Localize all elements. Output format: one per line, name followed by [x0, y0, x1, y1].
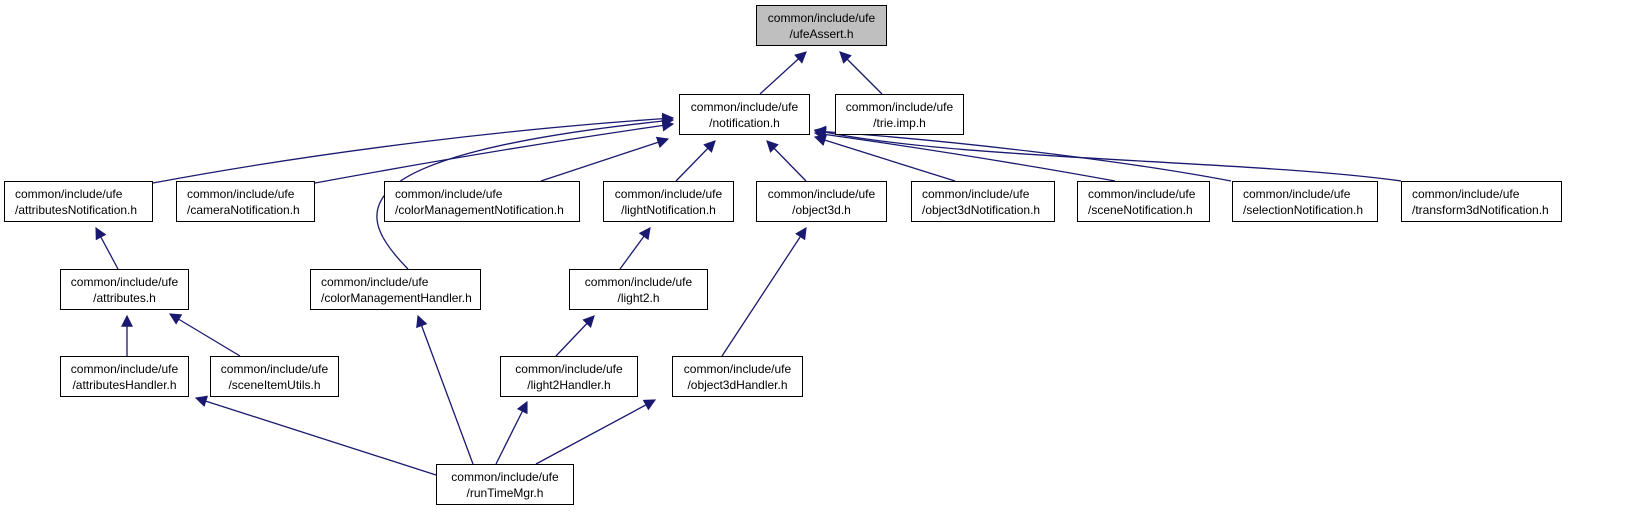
node-label-line2: /attributesHandler.h — [72, 377, 177, 392]
node-label-line2: /runTimeMgr.h — [466, 485, 544, 500]
node-label-line1: common/include/ufe — [1088, 186, 1196, 201]
node-label-line2: /object3dNotification.h — [922, 202, 1041, 217]
node-label-line1: common/include/ufe — [321, 274, 429, 289]
node-label-line2: /cameraNotification.h — [187, 202, 300, 217]
node-label-line2: /object3dHandler.h — [687, 377, 788, 392]
node-label-line1: common/include/ufe — [451, 469, 559, 484]
edge-sceneItemUtils-to-attributes — [168, 313, 241, 357]
node-object3d[interactable]: common/include/ufe /object3d.h — [756, 181, 887, 222]
edge-trie_imp-to-ufeAssert — [839, 51, 883, 95]
edge-runTimeMgr-to-attributesHandler — [194, 395, 437, 476]
node-label-line1: common/include/ufe — [614, 186, 723, 201]
edge-object3dNotification-to-notification — [813, 134, 956, 182]
node-transform3dNotification[interactable]: common/include/ufe /transform3dNotificat… — [1401, 181, 1562, 222]
node-colorManagementNotification[interactable]: common/include/ufe /colorManagementNotif… — [384, 181, 580, 222]
node-selectionNotification[interactable]: common/include/ufe /selectionNotificatio… — [1232, 181, 1378, 222]
node-object3dHandler[interactable]: common/include/ufe /object3dHandler.h — [672, 356, 803, 397]
node-object3dNotification[interactable]: common/include/ufe /object3dNotification… — [911, 181, 1055, 222]
edge-object3d-to-notification — [766, 140, 807, 182]
node-label-line1: common/include/ufe — [922, 186, 1030, 201]
node-attributes[interactable]: common/include/ufe /attributes.h — [60, 269, 189, 310]
node-label-line2: /light2Handler.h — [527, 377, 611, 392]
node-label-line1: common/include/ufe — [690, 99, 799, 114]
node-trie-imp[interactable]: common/include/ufe /trie.imp.h — [835, 94, 964, 135]
node-label-line1: common/include/ufe — [395, 186, 503, 201]
edge-notification-to-ufeAssert — [759, 51, 807, 95]
node-label-line2: /sceneNotification.h — [1088, 202, 1193, 217]
node-label-line1: common/include/ufe — [515, 361, 623, 376]
node-label-line1: common/include/ufe — [584, 274, 693, 289]
edge-colorManagementNotification-to-notification — [540, 136, 670, 182]
node-label-line1: common/include/ufe — [767, 186, 876, 201]
node-label-line2: /selectionNotification.h — [1243, 202, 1364, 217]
edge-attributes-to-attributesNotification — [95, 226, 119, 270]
node-label-line1: common/include/ufe — [767, 10, 876, 25]
node-sceneItemUtils[interactable]: common/include/ufe /sceneItemUtils.h — [210, 356, 339, 397]
edge-light2Handler-to-light2 — [555, 315, 595, 357]
node-light2[interactable]: common/include/ufe /light2.h — [569, 269, 708, 310]
node-attributesHandler[interactable]: common/include/ufe /attributesHandler.h — [60, 356, 189, 397]
edge-cameraNotification-to-notification — [314, 119, 675, 184]
node-lightNotification[interactable]: common/include/ufe /lightNotification.h — [603, 181, 734, 222]
node-label-line2: /colorManagementNotification.h — [395, 202, 564, 217]
node-label-line1: common/include/ufe — [1243, 186, 1351, 201]
node-label-line2: /sceneItemUtils.h — [228, 377, 321, 392]
node-label-line2: /ufeAssert.h — [789, 26, 854, 41]
node-label-line2: /trie.imp.h — [873, 115, 926, 130]
node-label-line1: common/include/ufe — [70, 274, 179, 289]
node-cameraNotification[interactable]: common/include/ufe /cameraNotification.h — [176, 181, 315, 222]
node-label-line1: common/include/ufe — [15, 186, 123, 201]
node-label-line1: common/include/ufe — [845, 99, 954, 114]
node-label-line2: /object3d.h — [792, 202, 851, 217]
node-label-line1: common/include/ufe — [70, 361, 179, 376]
edge-transform3dNotification-to-notification — [813, 126, 1402, 182]
node-label-line2: /transform3dNotification.h — [1412, 202, 1549, 217]
node-label-line2: /colorManagementHandler.h — [321, 290, 472, 305]
node-label-line2: /attributes.h — [93, 290, 156, 305]
edge-runTimeMgr-to-object3dHandler — [535, 399, 657, 465]
node-label-line2: /notification.h — [709, 115, 780, 130]
node-notification[interactable]: common/include/ufe /notification.h — [679, 94, 810, 135]
node-label-line2: /light2.h — [617, 290, 660, 305]
node-light2Handler[interactable]: common/include/ufe /light2Handler.h — [500, 356, 638, 397]
edge-object3dHandler-to-object3d — [721, 226, 807, 357]
node-label-line2: /lightNotification.h — [621, 202, 716, 217]
edge-attributesNotification-to-notification — [152, 112, 675, 184]
node-label-line1: common/include/ufe — [220, 361, 329, 376]
edge-lightNotification-to-notification — [675, 140, 716, 182]
edge-runTimeMgr-to-colorManagementHandler — [416, 314, 474, 465]
edge-light2-to-lightNotification — [619, 227, 651, 270]
edge-runTimeMgr-to-light2Handler — [495, 400, 528, 465]
node-attributesNotification[interactable]: common/include/ufe /attributesNotificati… — [4, 181, 153, 222]
node-label-line1: common/include/ufe — [187, 186, 295, 201]
node-colorManagementHandler[interactable]: common/include/ufe /colorManagementHandl… — [310, 269, 481, 310]
node-label-line1: common/include/ufe — [1412, 186, 1520, 201]
node-label-line2: /attributesNotification.h — [15, 202, 138, 217]
node-ufeAssert[interactable]: common/include/ufe /ufeAssert.h — [756, 5, 887, 46]
edge-selectionNotification-to-notification — [813, 125, 1232, 182]
node-sceneNotification[interactable]: common/include/ufe /sceneNotification.h — [1077, 181, 1210, 222]
node-label-line1: common/include/ufe — [683, 361, 792, 376]
node-runTimeMgr[interactable]: common/include/ufe /runTimeMgr.h — [436, 464, 574, 505]
edge-sceneNotification-to-notification — [813, 128, 1116, 182]
